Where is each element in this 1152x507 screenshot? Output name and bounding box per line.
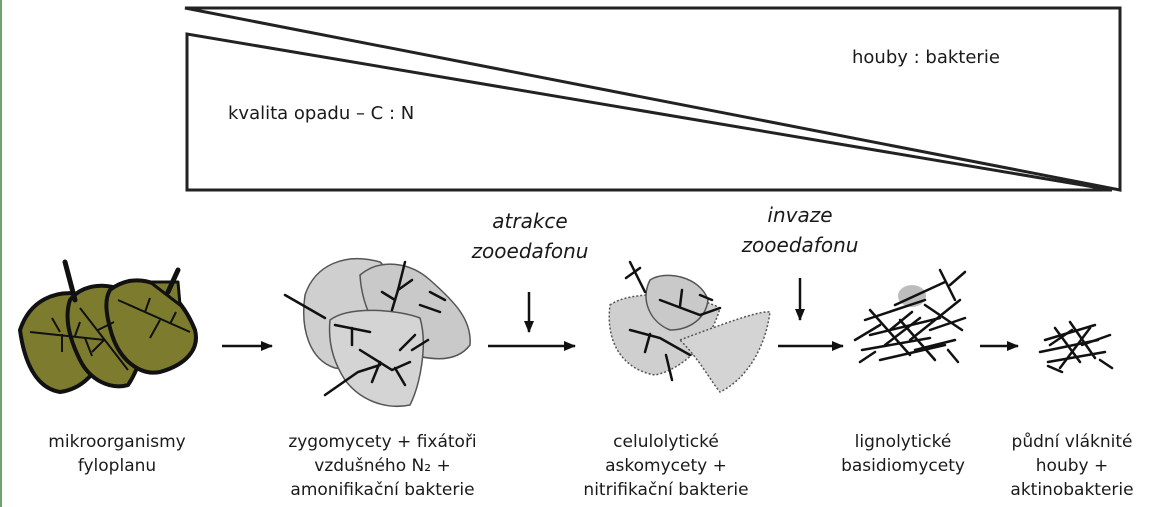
lignolytic-mass-icon — [855, 270, 965, 362]
stage-label-4: lignolytické basidiomycety — [818, 430, 988, 478]
decaying-leaves-icon — [609, 275, 770, 392]
colonized-leaves-icon — [304, 259, 470, 407]
litter-quality-label: kvalita opadu – C : N — [228, 103, 414, 124]
event-invaze: invaze zooedafonu — [725, 200, 875, 260]
fresh-leaves-icon — [20, 280, 196, 392]
fungi-bacteria-label: houby : bakterie — [852, 47, 1000, 68]
stage-label-5: půdní vláknité houby + aktinobakterie — [996, 430, 1148, 502]
stage-label-3: celulolytické askomycety + nitrifikační … — [566, 430, 766, 502]
stage-label-1: mikroorganismy fyloplanu — [32, 430, 202, 478]
event-atrakce: atrakce zooedafonu — [455, 206, 605, 266]
stage-label-2: zygomycety + fixátoři vzdušného N₂ + amo… — [270, 430, 495, 502]
soil-fungi-mass-icon — [1040, 322, 1112, 372]
